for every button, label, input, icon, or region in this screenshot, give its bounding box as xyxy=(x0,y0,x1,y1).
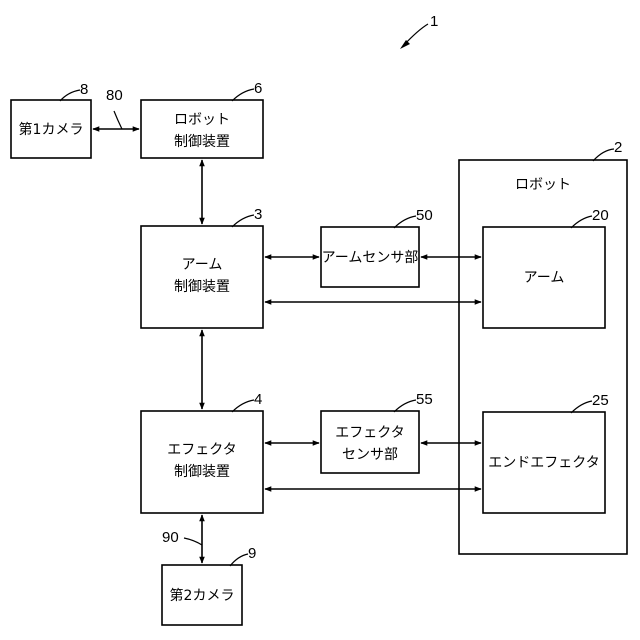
effector-sensor-block: エフェクタ センサ部 55 xyxy=(321,391,433,473)
link-90-leader xyxy=(184,538,202,545)
arm-controller-ref-leader xyxy=(232,215,254,227)
effector-sensor-label-line2: センサ部 xyxy=(342,447,398,463)
arm-sensor-label: アームセンサ部 xyxy=(322,250,419,266)
link-80-leader xyxy=(114,111,122,129)
arm-sensor-ref: 50 xyxy=(416,207,433,224)
end-effector-ref: 25 xyxy=(592,392,609,409)
robot-controller-block: ロボット 制御装置 6 xyxy=(141,80,263,158)
system-reference: 1 xyxy=(400,13,438,49)
arm-controller-ref: 3 xyxy=(254,206,262,223)
second-camera-ref: 9 xyxy=(248,545,256,562)
arm-sensor-block: アームセンサ部 50 xyxy=(321,207,433,287)
link-second-camera-ref: 90 xyxy=(162,529,179,546)
first-camera-ref: 8 xyxy=(80,81,88,98)
arm-controller-block: アーム 制御装置 3 xyxy=(141,206,263,328)
link-first-camera-ref: 80 xyxy=(106,87,123,104)
effector-sensor-ref: 55 xyxy=(416,391,433,408)
effector-controller-block: エフェクタ 制御装置 4 xyxy=(141,391,263,513)
robot-controller-label-line2: 制御装置 xyxy=(174,134,230,150)
end-effector-label: エンドエフェクタ xyxy=(488,455,599,471)
second-camera-block: 第2カメラ 9 xyxy=(162,545,256,625)
effector-controller-label-line2: 制御装置 xyxy=(174,464,230,480)
system-ref-number: 1 xyxy=(430,13,438,30)
first-camera-block: 第1カメラ 8 xyxy=(11,81,91,158)
robot-ref: 2 xyxy=(614,139,622,156)
arm-ref: 20 xyxy=(592,207,609,224)
effector-sensor-box xyxy=(321,411,419,473)
second-camera-label: 第2カメラ xyxy=(170,587,235,604)
arm-sensor-ref-leader xyxy=(394,216,416,228)
arm-label: アーム xyxy=(524,270,565,286)
robot-controller-ref-leader xyxy=(232,89,254,101)
robot-controller-label-line1: ロボット xyxy=(174,112,230,128)
arm-controller-label-line1: アーム xyxy=(182,257,223,273)
effector-controller-label-line1: エフェクタ xyxy=(167,442,236,458)
robot-controller-ref: 6 xyxy=(254,80,262,97)
effector-controller-ref: 4 xyxy=(254,391,262,408)
effector-controller-box xyxy=(141,411,263,513)
arm-controller-label-line2: 制御装置 xyxy=(174,279,230,295)
system-ref-arrowhead xyxy=(400,40,410,49)
arm-controller-box xyxy=(141,226,263,328)
first-camera-label: 第1カメラ xyxy=(19,121,84,138)
robot-label: ロボット xyxy=(515,177,571,193)
effector-sensor-label-line1: エフェクタ xyxy=(335,425,404,441)
